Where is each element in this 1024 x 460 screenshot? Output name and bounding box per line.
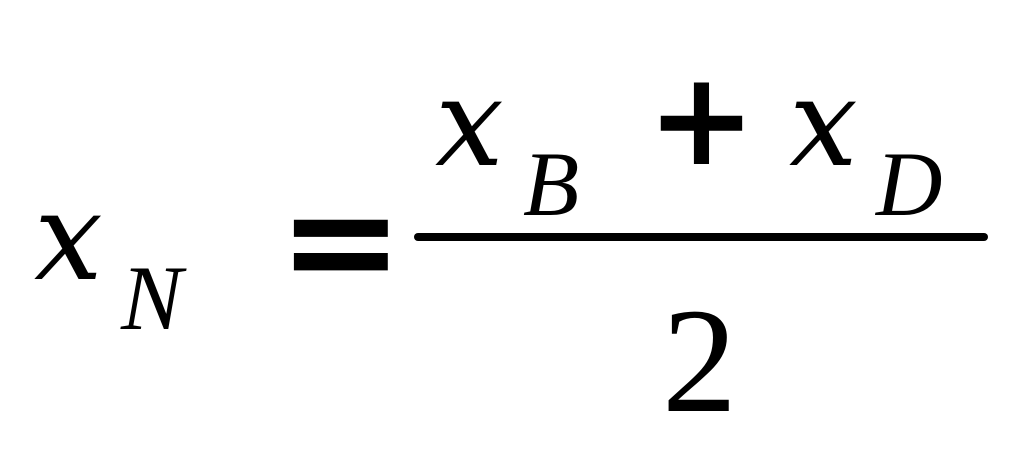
numerator-term2-variable: x: [789, 52, 858, 194]
numerator-term1-subscript: B: [523, 133, 580, 235]
lhs-variable: x: [34, 166, 103, 308]
numerator-term2-subscript: D: [876, 133, 943, 235]
plus-sign: +: [647, 43, 756, 195]
fraction-bar: [414, 233, 988, 241]
equals-sign: =: [278, 154, 404, 328]
numerator-term1-variable: x: [435, 52, 504, 194]
denominator: 2: [662, 278, 737, 444]
lhs-subscript: N: [121, 247, 183, 349]
